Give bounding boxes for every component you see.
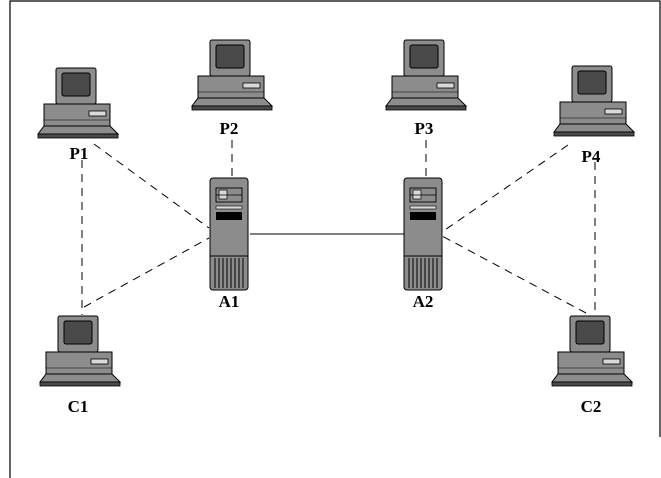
node-label: P1: [70, 144, 89, 163]
node-label: A1: [219, 292, 240, 311]
tower-server-icon: [209, 177, 249, 291]
desktop-computer-icon: [551, 315, 633, 387]
node-label: C2: [581, 397, 602, 416]
node-label: P3: [415, 119, 434, 138]
node-p2: P2: [191, 39, 273, 138]
node-p4: P4: [553, 65, 635, 166]
edge-p1-a1: [93, 143, 210, 229]
tower-server-icon: [403, 177, 443, 291]
node-p3: P3: [385, 39, 467, 138]
desktop-computer-icon: [385, 39, 467, 111]
desktop-computer-icon: [37, 67, 119, 139]
connections: [81, 140, 596, 315]
desktop-computer-icon: [553, 65, 635, 137]
node-label: P2: [220, 119, 239, 138]
node-label: A2: [413, 292, 434, 311]
node-a1: A1: [209, 177, 249, 311]
edge-c1-a1: [83, 237, 210, 308]
node-c1: C1: [39, 315, 121, 416]
node-c2: C2: [551, 315, 633, 416]
node-label: C1: [68, 397, 89, 416]
node-a2: A2: [403, 177, 443, 311]
node-p1: P1: [37, 67, 119, 163]
edge-c2-a2: [441, 235, 587, 314]
desktop-computer-icon: [39, 315, 121, 387]
figure-frame: [9, 0, 661, 478]
edge-p4-a2: [441, 144, 569, 233]
node-label: P4: [582, 147, 601, 166]
desktop-computer-icon: [191, 39, 273, 111]
